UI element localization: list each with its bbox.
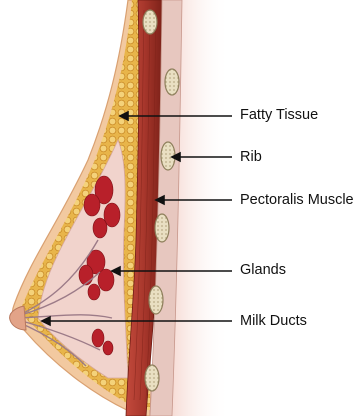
label-pectoralis-muscle: Pectoralis Muscle: [240, 192, 354, 208]
label-rib: Rib: [240, 149, 262, 165]
nipple: [10, 306, 26, 330]
label-milk-ducts: Milk Ducts: [240, 313, 307, 329]
label-fatty-tissue: Fatty Tissue: [240, 107, 318, 123]
label-glands: Glands: [240, 262, 286, 278]
